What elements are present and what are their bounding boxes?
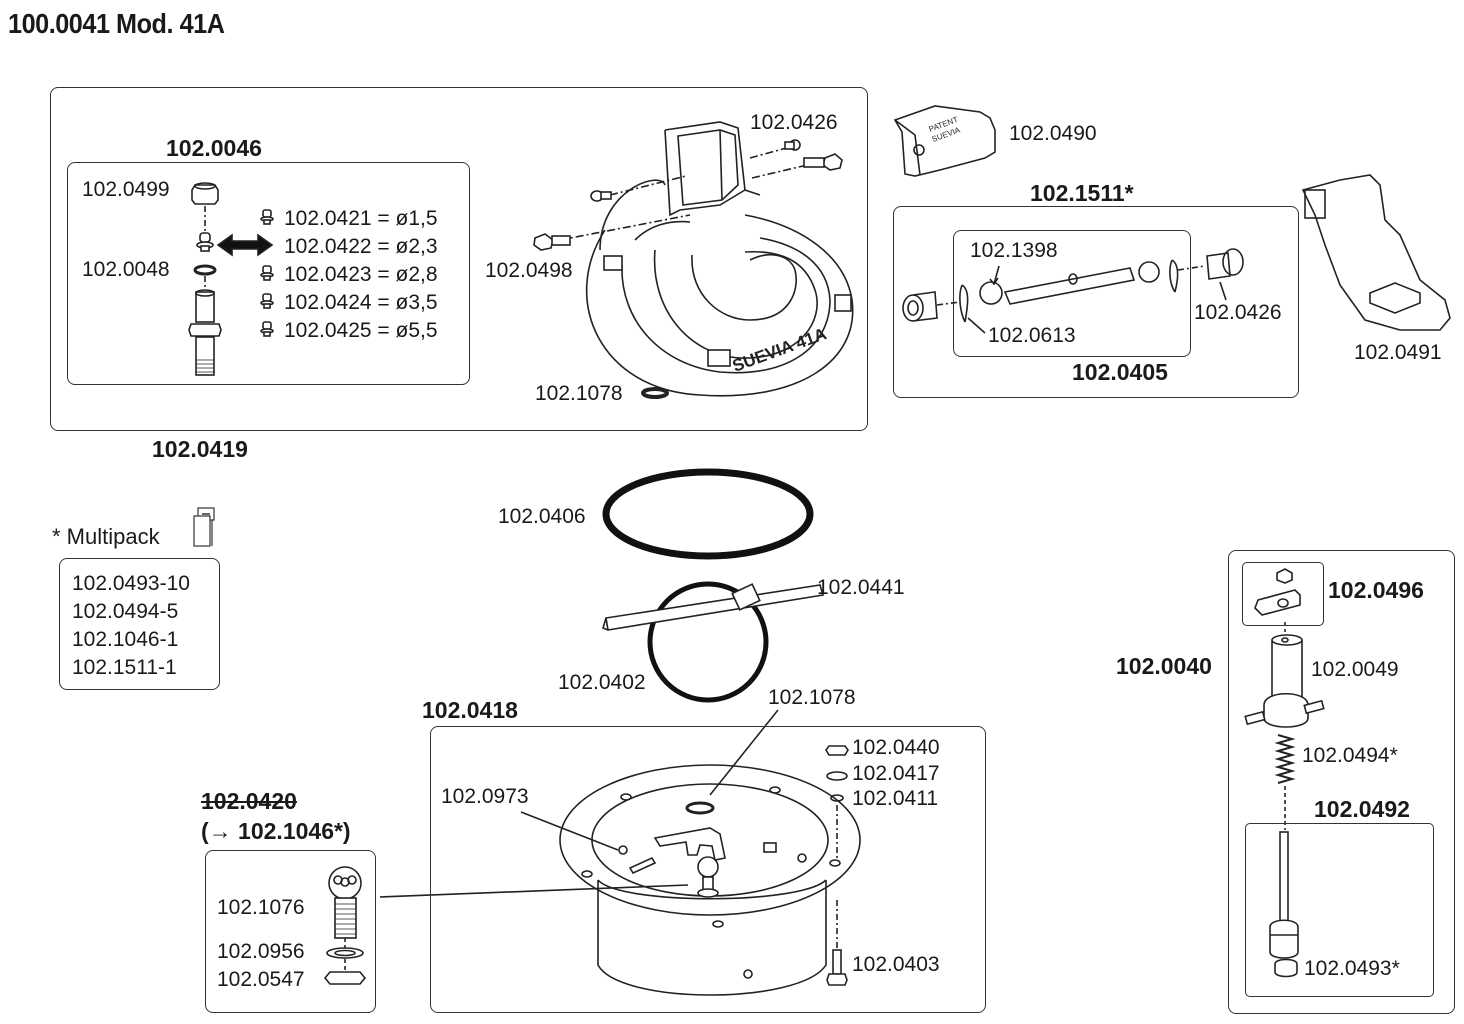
part-label: 102.0498 <box>485 259 573 282</box>
part-label: 102.0049 <box>1311 658 1399 681</box>
group-label-102-0419: 102.0419 <box>152 436 248 462</box>
group-label-102-0040: 102.0040 <box>1116 653 1212 679</box>
spring-icon <box>1274 734 1296 784</box>
nozzle-item: 102.0422 = ø2,3 <box>284 235 438 258</box>
nozzle-icon <box>196 232 214 252</box>
multipack-list: 102.0493-10 102.0494-5 102.1046-1 102.15… <box>72 570 190 682</box>
pin-icon <box>784 139 801 151</box>
multipack-item: 102.0493-10 <box>72 572 190 595</box>
part-label: 102.1078 <box>535 382 623 405</box>
lever-drawing <box>1301 174 1451 331</box>
part-label: 102.0441 <box>817 576 905 599</box>
part-label: 102.0406 <box>498 505 586 528</box>
part-label: 102.1078 <box>768 686 856 709</box>
spring-washer-icon <box>826 771 848 781</box>
group-box-102-0419 <box>50 87 868 431</box>
group-label-102-1511: 102.1511* <box>1030 180 1134 206</box>
pipe-fitting-icon <box>188 289 222 376</box>
seal-ring-icon <box>641 387 669 399</box>
nozzle-item: 102.0425 = ø5,5 <box>284 319 438 342</box>
group-box-102-0492 <box>1245 823 1434 997</box>
part-label: 102.0494* <box>1302 744 1398 767</box>
hex-nut-icon <box>825 745 849 756</box>
leader-arrow-0426 <box>1219 281 1227 301</box>
multipack-box-icon <box>193 507 215 547</box>
leader-arrow-1398 <box>989 265 1000 286</box>
leader-arrow-1076 <box>379 884 689 898</box>
part-label: 102.0426 <box>750 111 838 134</box>
o-ring-small <box>647 581 769 703</box>
multipack-item: 102.0494-5 <box>72 600 179 623</box>
nozzle-item: 102.0421 = ø1,5 <box>284 207 438 230</box>
part-label: 102.0490 <box>1009 122 1097 145</box>
group-box-102-0046 <box>67 162 470 385</box>
group-label-102-0496: 102.0496 <box>1328 577 1424 603</box>
bolt-icon <box>533 233 571 251</box>
group-label-102-1046-replacement: (→ 102.1046*) <box>201 818 351 844</box>
part-label: 102.0411 <box>852 787 939 810</box>
group-box-102-0040 <box>1228 550 1455 1014</box>
part-label: 102.0402 <box>558 671 646 694</box>
valve-assembly-drawing <box>1244 568 1325 978</box>
part-label: 102.1076 <box>217 896 305 919</box>
double-arrow-icon <box>216 233 274 257</box>
group-box-102-0496 <box>1242 562 1324 626</box>
group-label-102-0046: 102.0046 <box>166 135 262 161</box>
part-label: 102.1398 <box>970 239 1058 262</box>
part-label: 102.0493* <box>1304 957 1400 980</box>
base-drawing <box>559 764 861 996</box>
pin-icon <box>590 190 612 202</box>
nozzle-item: 102.0423 = ø2,8 <box>284 263 438 286</box>
part-label: 102.0417 <box>852 762 940 785</box>
group-label-102-0492: 102.0492 <box>1314 796 1410 822</box>
multipack-box <box>59 558 220 690</box>
clip-icon <box>731 583 761 611</box>
ball-valve-drawing <box>323 866 367 985</box>
nozzle-icons <box>260 209 274 337</box>
drinking-bowl-drawing <box>559 121 854 397</box>
nozzle-list: 102.0421 = ø1,5 102.0422 = ø2,3 102.0423… <box>284 207 438 347</box>
part-label: 102.0440 <box>852 736 940 759</box>
part-label: 102.0491 <box>1354 341 1442 364</box>
group-box-102-0418 <box>430 726 986 1013</box>
part-label: 102.0426 <box>1194 301 1282 324</box>
group-label-102-0405: 102.0405 <box>1072 359 1168 385</box>
group-label-102-0418: 102.0418 <box>422 697 518 723</box>
nut-icon <box>191 182 219 205</box>
page-title: 100.0041 Mod. 41A <box>8 8 225 39</box>
multipack-item: 102.1511-1 <box>72 656 177 679</box>
flat-washer-icon <box>830 794 844 802</box>
group-box-102-1511 <box>893 206 1299 398</box>
part-label: 102.0956 <box>217 940 305 963</box>
part-label: 102.0547 <box>217 968 305 991</box>
part-label: 102.0048 <box>82 258 170 281</box>
part-label: 102.0613 <box>988 324 1076 347</box>
screw-icon <box>826 949 848 986</box>
leader-arrow-1078 <box>709 709 779 796</box>
multipack-label: * Multipack <box>52 524 160 549</box>
leader-arrow-0613 <box>967 317 986 334</box>
group-label-102-0420-obsolete: 102.0420 <box>201 788 297 814</box>
group-box-102-1046 <box>205 850 376 1013</box>
cover-drawing <box>893 105 996 177</box>
washer-icon <box>193 264 217 276</box>
group-box-102-0405 <box>953 230 1191 357</box>
lever-axis-drawing <box>902 248 1244 323</box>
bolt-icon <box>803 153 843 171</box>
nozzle-item: 102.0424 = ø3,5 <box>284 291 438 314</box>
part-label: 102.0403 <box>852 953 940 976</box>
o-ring-large <box>602 468 814 560</box>
rail-drawing <box>602 584 825 631</box>
part-label: 102.0973 <box>441 785 529 808</box>
leader-arrow-0973 <box>520 811 619 851</box>
multipack-item: 102.1046-1 <box>72 628 179 651</box>
part-label: 102.0499 <box>82 178 170 201</box>
